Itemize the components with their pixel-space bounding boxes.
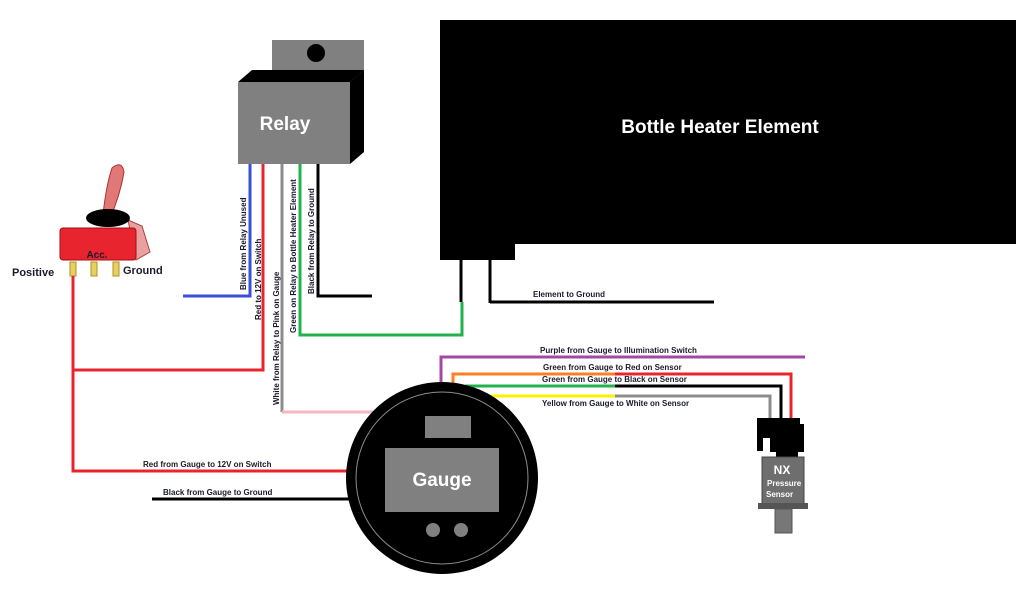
- label-relay-blue: Blue from Relay Unused: [239, 197, 248, 290]
- gauge: Gauge: [346, 382, 538, 574]
- relay-mount-hole: [307, 44, 325, 62]
- toggle-switch[interactable]: Acc.: [59, 164, 151, 277]
- gauge-small-display: [425, 416, 471, 438]
- gauge-button-1[interactable]: [426, 523, 440, 537]
- wire-gauge-green: [465, 384, 615, 394]
- wire-relay-black: [316, 164, 372, 298]
- label-gauge-yellow: Yellow from Gauge to White on Sensor: [542, 399, 689, 408]
- label-relay-white: White from Relay to Pink on Gauge: [272, 271, 281, 405]
- sensor-brand: NX: [774, 463, 791, 477]
- label-gauge-black: Black from Gauge to Ground: [163, 488, 272, 497]
- gauge-main-display: [385, 448, 499, 512]
- gauge-label: Gauge: [412, 470, 471, 491]
- label-gauge-green-black: Green from Gauge to Black on Sensor: [542, 375, 687, 384]
- label-ground: Ground: [123, 265, 163, 277]
- wire-gauge-purple: [439, 355, 805, 392]
- wire-relay-blue: [183, 164, 252, 298]
- sensor-line2: Sensor: [766, 490, 793, 499]
- switch-lever[interactable]: [102, 164, 125, 219]
- relay: Relay: [238, 40, 364, 164]
- switch-acc-label: Acc.: [86, 250, 107, 261]
- bottle-heater-element: Bottle Heater Element: [440, 20, 1016, 260]
- label-relay-green: Green on Relay to Bottle Heater Element: [289, 179, 298, 333]
- label-gauge-green-red: Green from Gauge to Red on Sensor: [543, 363, 682, 372]
- label-relay-black: Black from Relay to Ground: [307, 188, 316, 294]
- label-gauge-red: Red from Gauge to 12V on Switch: [143, 460, 272, 469]
- gauge-button-2[interactable]: [454, 523, 468, 537]
- nx-pressure-sensor: NX Pressure Sensor: [757, 418, 808, 534]
- label-positive: Positive: [12, 267, 54, 279]
- label-gauge-purple: Purple from Gauge to Illumination Switch: [540, 346, 697, 355]
- switch-terminal-ground: [112, 261, 120, 277]
- label-relay-red: Red to 12V on Switch: [254, 239, 263, 320]
- switch-terminal-acc: [90, 261, 98, 277]
- relay-label: Relay: [260, 114, 311, 135]
- wire-relay-red: [73, 164, 265, 372]
- sensor-line1: Pressure: [767, 479, 802, 488]
- switch-terminal-positive: [69, 261, 77, 277]
- wire-relay-green: [298, 164, 464, 337]
- heater-label: Bottle Heater Element: [621, 117, 819, 138]
- wire-sensor-red: [615, 372, 793, 420]
- label-element-ground: Element to Ground: [533, 290, 605, 299]
- wire-sensor-black: [615, 384, 783, 420]
- wire-sensor-white: [615, 394, 772, 420]
- wire-gauge-red: [71, 276, 348, 473]
